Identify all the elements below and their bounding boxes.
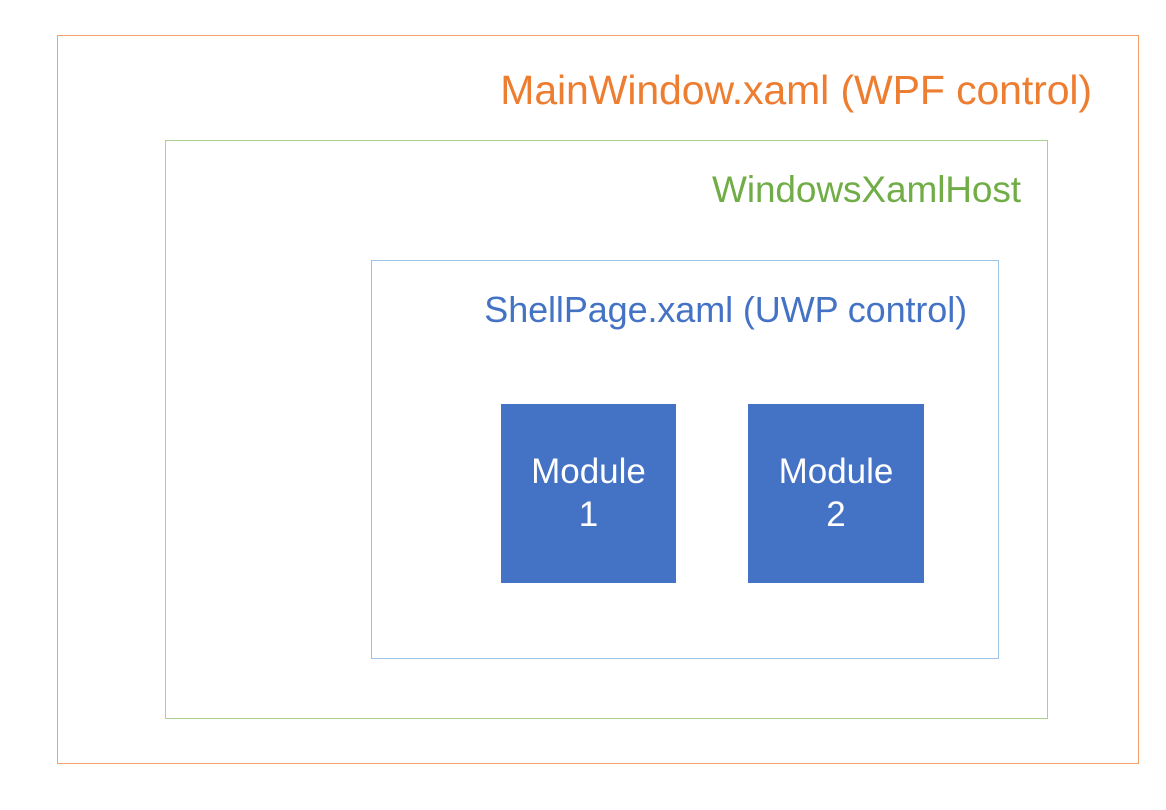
module-tile-1-line-2: 1: [578, 494, 599, 534]
module-tile-1: Module 1: [501, 404, 676, 583]
layer-label-windowsxamlhost: WindowsXamlHost: [712, 169, 1021, 210]
layer-box-shellpage-uwp: ShellPage.xaml (UWP control): [371, 260, 999, 659]
module-tile-1-line-1: Module: [531, 451, 646, 491]
module-tile-2-line-2: 2: [826, 494, 846, 534]
layer-box-mainwindow-wpf: MainWindow.xaml (WPF control): [57, 35, 1139, 764]
module-tile-2-line-1: Module: [778, 451, 894, 491]
layer-box-windowsxamlhost: WindowsXamlHost: [165, 140, 1048, 719]
module-tile-2: Module 2: [748, 404, 924, 583]
layer-label-shellpage-uwp: ShellPage.xaml (UWP control): [484, 289, 967, 330]
layer-label-mainwindow-wpf: MainWindow.xaml (WPF control): [500, 67, 1092, 113]
